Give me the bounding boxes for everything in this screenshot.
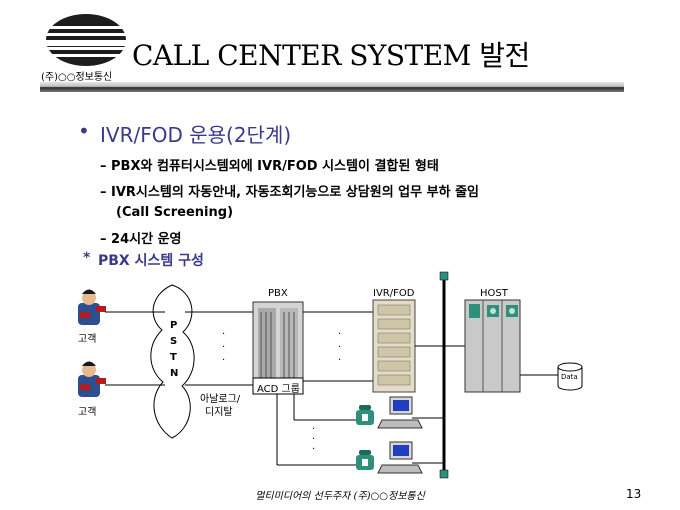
svg-text:·: ·: [338, 329, 341, 340]
company-name: (주)○○정보통신: [41, 72, 113, 83]
svg-text:·: ·: [338, 355, 341, 366]
section-bullet: •: [78, 119, 90, 143]
svg-text:·: ·: [312, 444, 315, 455]
customer-1-icon: [78, 289, 106, 325]
svg-text:·: ·: [312, 424, 315, 435]
agent-1-telephone-icon: [356, 405, 374, 425]
pstn-letter-t: T: [170, 352, 177, 363]
svg-text:·: ·: [312, 434, 315, 445]
sub-item-2: – IVR시스템의 자동안내, 자동조회기능으로 상담원의 업무 부하 줄임: [100, 185, 479, 200]
star-bullet: *: [83, 250, 91, 266]
pbx-label: PBX: [268, 288, 288, 299]
svg-text:·: ·: [222, 355, 225, 366]
pstn-cloud: [150, 284, 195, 439]
database-icon: [557, 362, 583, 391]
host-label: HOST: [480, 288, 508, 299]
pbx-cabinet: [252, 301, 304, 391]
customer-2-label: 고객: [78, 407, 97, 418]
lan-terminator-top: [439, 271, 449, 281]
pstn-letter-n: N: [170, 368, 179, 379]
sub-item-3: – 24시간 운영: [100, 232, 182, 247]
slide-title: CALL CENTER SYSTEM 발전: [132, 39, 530, 72]
sub-item-2-continued: (Call Screening): [116, 205, 234, 220]
acd-group-label: ACD 그룹: [257, 384, 300, 395]
sub-item-1: – PBX와 컴퓨터시스템외에 IVR/FOD 시스템이 결합된 형태: [100, 159, 439, 174]
agent-1-computer-icon: [377, 396, 423, 429]
svg-text:·: ·: [338, 342, 341, 353]
host-server: [464, 299, 521, 393]
svg-text:·: ·: [222, 342, 225, 353]
ivr-fod-label: IVR/FOD: [373, 288, 415, 299]
agent-2-computer-icon: [377, 441, 423, 474]
section-title: IVR/FOD 운용(2단계): [100, 123, 292, 147]
header-divider: [40, 82, 624, 92]
ivr-fod-rack: [372, 299, 416, 393]
customer-1-label: 고객: [78, 334, 97, 345]
company-logo: [44, 14, 128, 66]
trunk-dots: ·: [222, 329, 225, 340]
pstn-letter-s: S: [170, 336, 178, 347]
digital-label: 디지탈: [205, 407, 233, 418]
footer-text: 멀티미디어의 선두주자 (주)○○정보통신: [255, 491, 425, 502]
agent-2-telephone-icon: [356, 450, 374, 470]
diagram-title: PBX 시스템 구성: [98, 253, 204, 269]
pstn-letter-p: P: [170, 320, 178, 331]
acd-group-box: [252, 377, 304, 395]
data-label: Data: [561, 373, 578, 381]
analog-label: 아날로그/: [200, 394, 241, 405]
page-number: 13: [626, 487, 642, 501]
lan-terminator-bottom: [439, 469, 449, 479]
customer-2-icon: [78, 361, 106, 397]
